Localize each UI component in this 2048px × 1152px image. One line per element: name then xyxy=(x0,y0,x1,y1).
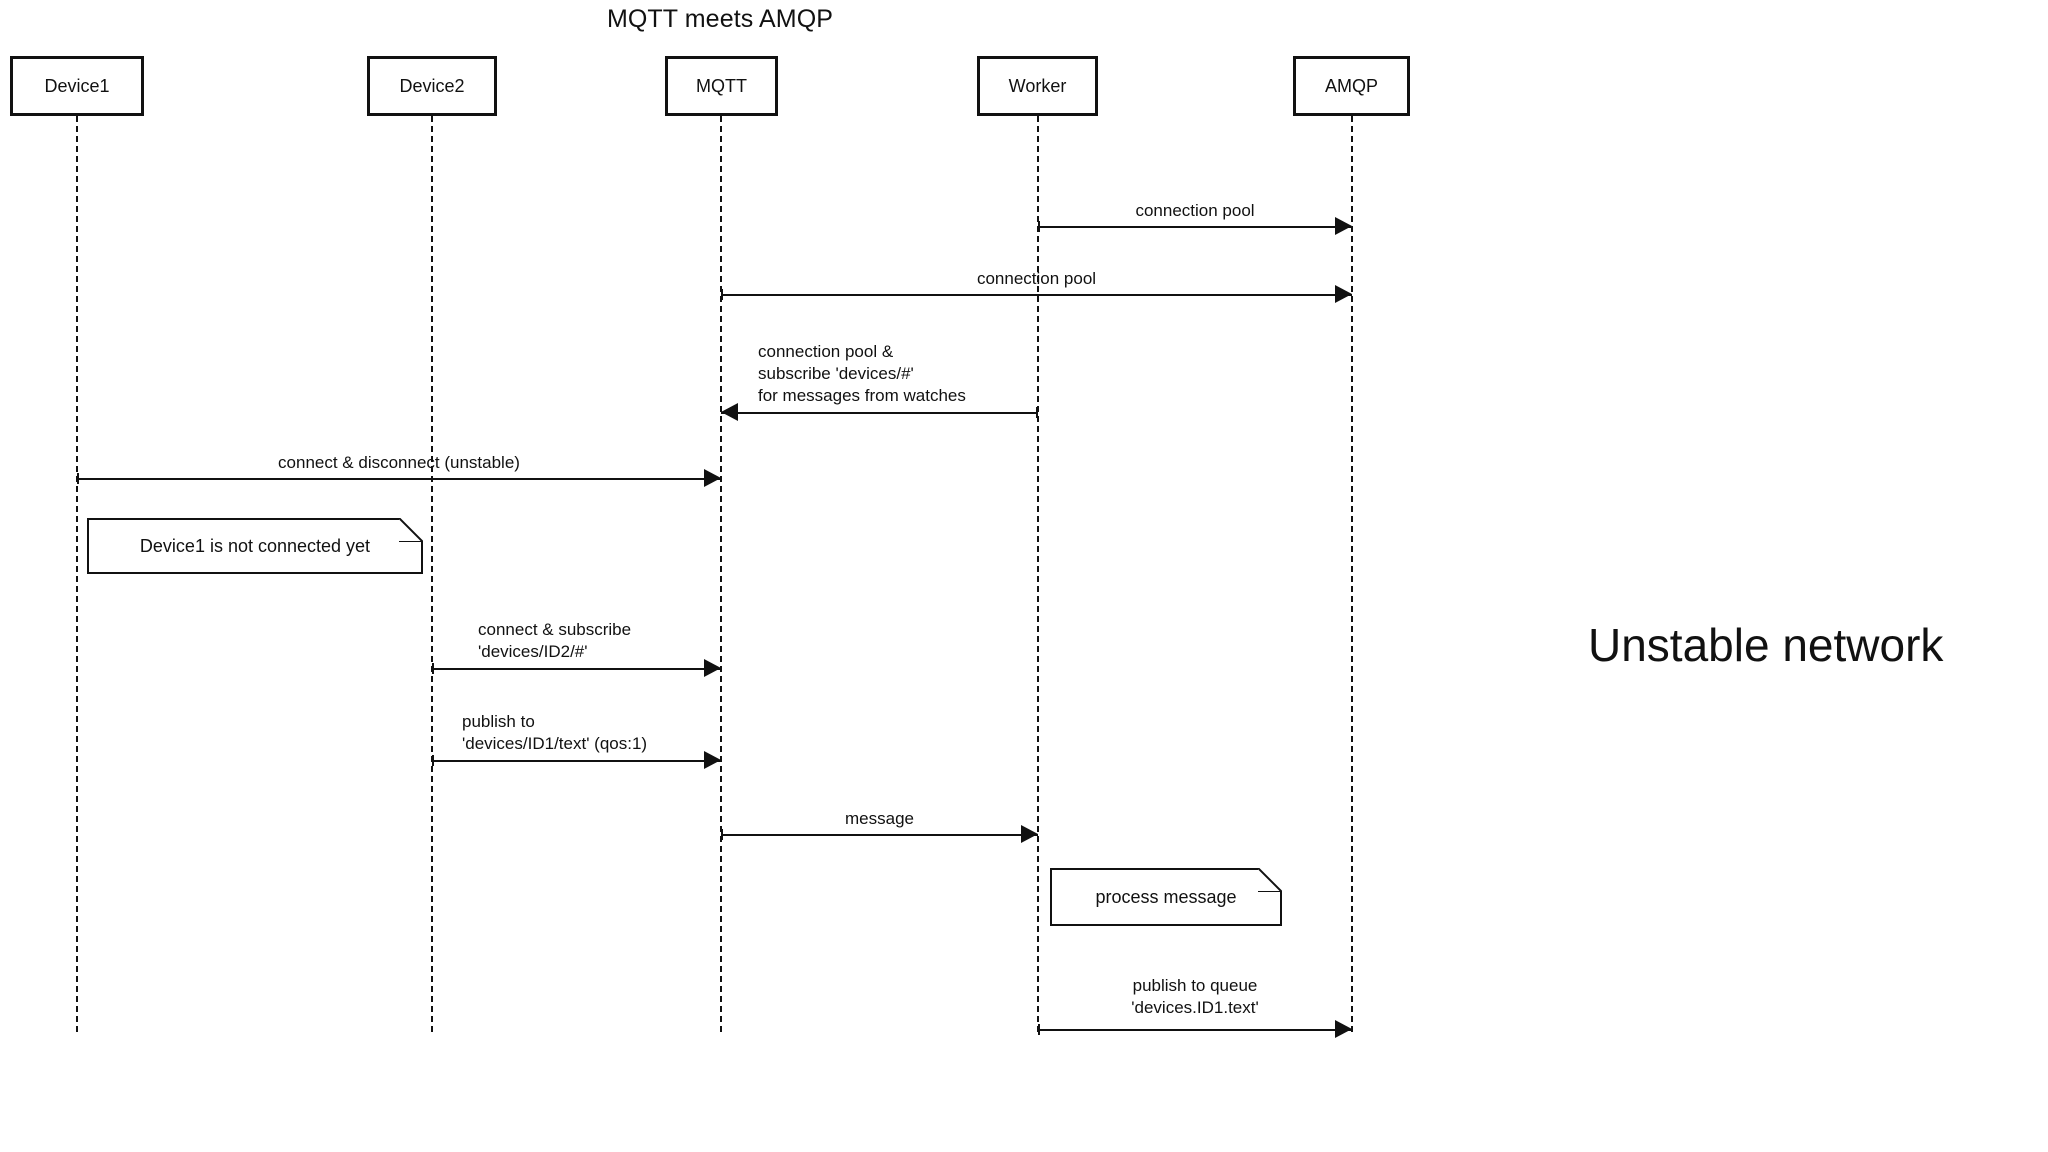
actor-box-device2[interactable]: Device2 xyxy=(367,56,497,116)
lifeline-mqtt xyxy=(720,116,722,1032)
note-body xyxy=(87,518,423,574)
message-label-m5: connect & subscribe 'devices/ID2/#' xyxy=(478,619,631,663)
note-device1[interactable]: Device1 is not connected yet xyxy=(87,517,424,574)
arrow-tail-cap xyxy=(432,663,434,674)
actor-label: MQTT xyxy=(696,76,747,96)
message-label-line: 'devices/ID2/#' xyxy=(478,642,588,661)
arrow-tail-cap xyxy=(721,829,723,840)
side-caption-unstable-network: Unstable network xyxy=(1588,619,1944,671)
message-label-m1: connection pool xyxy=(1038,200,1352,222)
actor-label: Device1 xyxy=(44,76,110,96)
diagram-title: MQTT meets AMQP xyxy=(606,5,834,33)
actor-label: Device2 xyxy=(399,76,465,96)
lifeline-device1 xyxy=(76,116,78,1032)
arrow-head-icon xyxy=(1335,285,1352,303)
arrow-tail-cap xyxy=(721,289,723,300)
message-label-m7: message xyxy=(721,808,1038,830)
note-body xyxy=(1050,868,1282,926)
arrow-head-icon xyxy=(721,403,738,421)
arrow-tail-cap xyxy=(1036,407,1038,418)
message-label-line: connection pool xyxy=(976,269,1097,288)
arrow-tail-cap xyxy=(1038,1024,1040,1035)
arrow-tail-cap xyxy=(1038,221,1040,232)
arrow-line xyxy=(1038,1029,1352,1031)
message-label-m3: connection pool & subscribe 'devices/#' fo… xyxy=(758,341,966,407)
arrow-head-icon xyxy=(1335,1020,1352,1038)
actor-box-worker[interactable]: Worker xyxy=(977,56,1098,116)
actor-box-mqtt[interactable]: MQTT xyxy=(665,56,778,116)
note-worker[interactable]: process message xyxy=(1050,867,1283,926)
message-label-m2: connection pool xyxy=(721,268,1352,290)
arrow-head-icon xyxy=(704,469,721,487)
arrow-line xyxy=(432,760,721,762)
lifeline-amqp xyxy=(1351,116,1353,1032)
arrow-head-icon xyxy=(704,751,721,769)
actor-label: Worker xyxy=(1008,76,1067,96)
note-folded-corner-icon xyxy=(398,517,424,543)
arrow-line xyxy=(721,294,1352,296)
actor-label: AMQP xyxy=(1324,76,1378,96)
arrow-line xyxy=(1038,226,1352,228)
actor-box-amqp[interactable]: AMQP xyxy=(1293,56,1410,116)
notes-layer: Device1 is not connected yet process mess… xyxy=(0,0,2048,926)
message-label-line: connection pool & xyxy=(758,342,894,361)
message-label-line: message xyxy=(845,809,914,828)
arrow-line xyxy=(432,668,721,670)
arrow-head-icon xyxy=(1021,825,1038,843)
arrow-line xyxy=(721,834,1038,836)
message-label-line: connect & disconnect (unstable) xyxy=(278,453,520,472)
arrow-head-icon xyxy=(704,659,721,677)
message-label-line: subscribe 'devices/#' xyxy=(758,364,914,383)
message-label-m6: publish to 'devices/ID1/text' (qos:1) xyxy=(462,711,647,755)
message-label-line: connection pool xyxy=(1135,201,1255,220)
note-text: Device1 is not connected yet xyxy=(139,536,371,556)
arrow-line xyxy=(77,478,721,480)
message-label-m8: publish to queue 'devices.ID1.text' xyxy=(1038,975,1352,1019)
note-text: process message xyxy=(1095,887,1237,907)
arrow-line xyxy=(721,412,1038,414)
arrow-tail-cap xyxy=(77,473,79,484)
message-label-line: for messages from watches xyxy=(758,386,966,405)
actor-box-device1[interactable]: Device1 xyxy=(10,56,144,116)
message-label-line: publish to xyxy=(462,712,535,731)
arrow-tail-cap xyxy=(432,755,434,766)
message-label-m4: connect & disconnect (unstable) xyxy=(77,452,721,474)
lifeline-worker xyxy=(1037,116,1039,1032)
arrow-head-icon xyxy=(1335,217,1352,235)
note-folded-corner-icon xyxy=(1257,867,1283,893)
message-label-line: 'devices/ID1/text' (qos:1) xyxy=(462,734,648,753)
lifeline-device2 xyxy=(431,116,433,1032)
message-label-line: publish to queue xyxy=(1132,976,1258,995)
message-label-line: 'devices.ID1.text' xyxy=(1131,998,1259,1017)
message-label-line: connect & subscribe xyxy=(478,620,632,639)
